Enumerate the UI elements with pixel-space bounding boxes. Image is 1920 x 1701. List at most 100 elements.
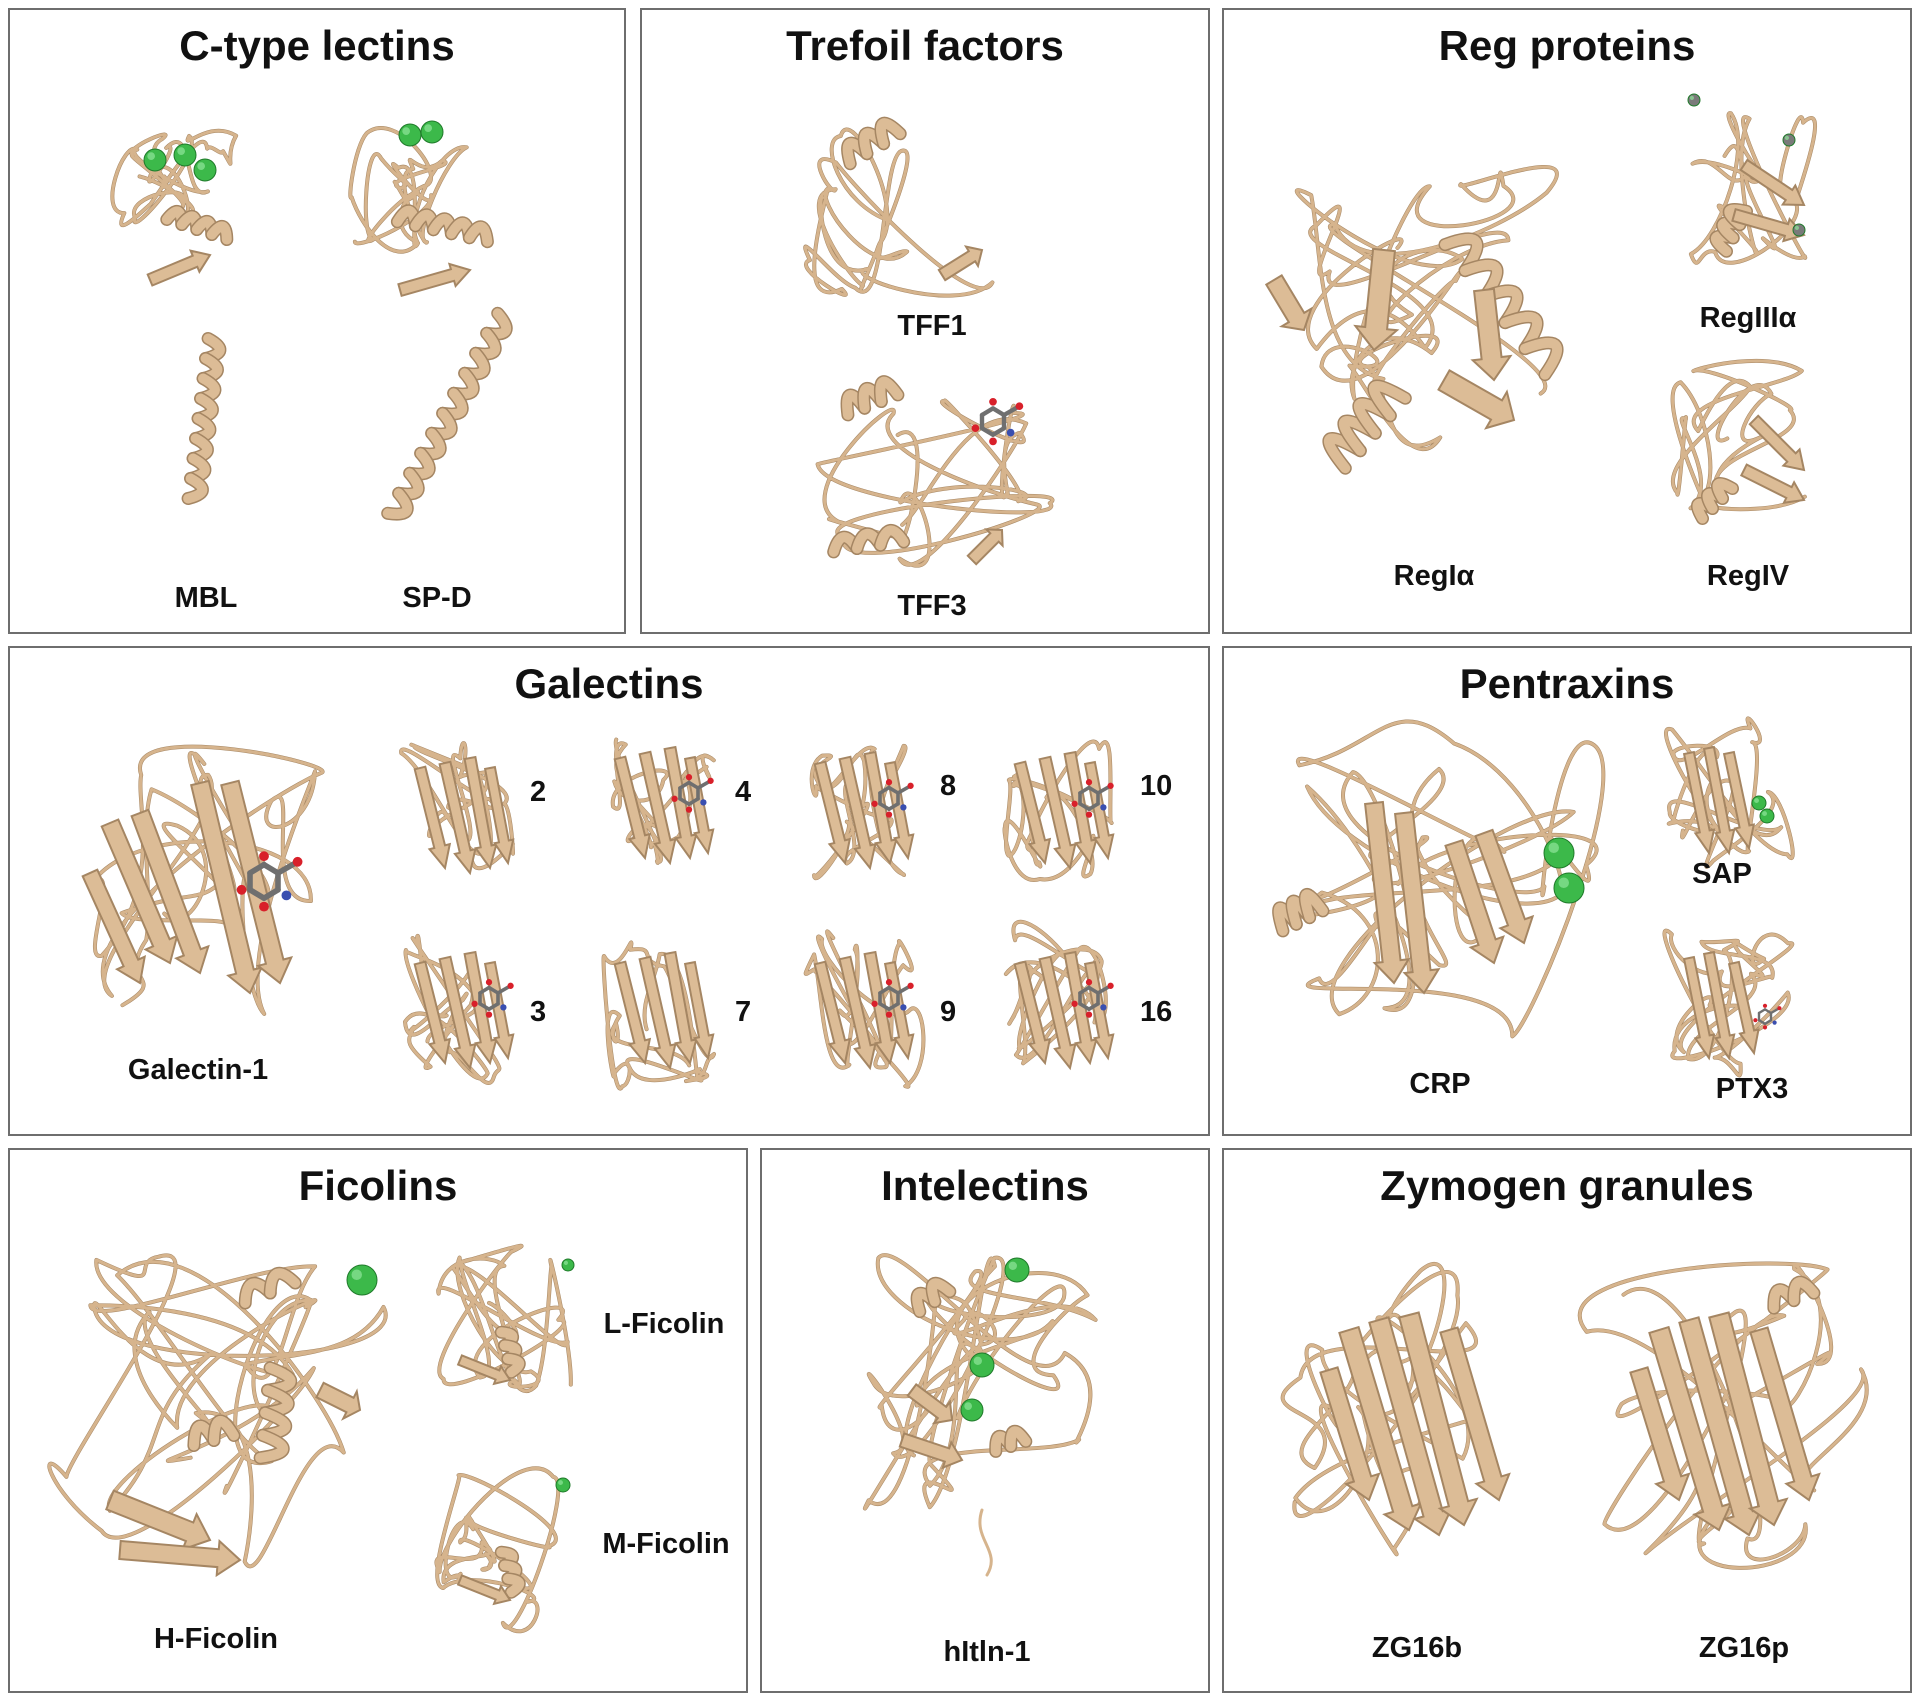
helix-turn <box>875 118 906 149</box>
ion-highlight <box>177 147 185 155</box>
panel-title: Intelectins <box>881 1162 1089 1209</box>
oxygen-atom <box>1107 782 1114 789</box>
beta-strand <box>456 1574 512 1606</box>
helix-turn <box>255 1430 289 1463</box>
beta-strand <box>1708 1311 1789 1527</box>
oxygen-atom <box>671 795 678 802</box>
metal-ion <box>1751 795 1767 811</box>
oxygen-atom <box>1085 1011 1093 1018</box>
structure-label-l-ficolin: L-Ficolin <box>603 1308 725 1340</box>
beta-strand <box>483 765 515 866</box>
beta-strand <box>130 808 210 975</box>
helix <box>1767 1275 1821 1315</box>
structure-label-galectin-1: Galectin-1 <box>127 1054 269 1086</box>
helix-turn <box>1520 337 1563 380</box>
metal-ion <box>1759 808 1775 824</box>
metal-ion <box>193 158 217 182</box>
metal-ion-gray <box>1792 223 1806 237</box>
oxygen-atom <box>885 779 893 786</box>
helix <box>840 375 905 422</box>
ion-highlight <box>964 1402 972 1410</box>
ion-highlight <box>402 127 410 135</box>
metal-ion <box>1553 872 1585 904</box>
oxygen-atom <box>685 774 693 781</box>
beta-strand <box>1722 750 1756 851</box>
nitrogen-atom <box>900 804 907 811</box>
beta-strand <box>456 1354 512 1386</box>
helix <box>390 204 494 249</box>
metal-ion <box>1004 1257 1030 1283</box>
beta-strand <box>1437 369 1516 430</box>
beta-strand <box>1063 750 1098 866</box>
beta-strand <box>81 868 147 985</box>
oxygen-atom <box>1085 811 1093 818</box>
metal-ion-gray <box>1782 133 1796 147</box>
beta-strand <box>1739 463 1806 504</box>
structure-label-hitln-1: hItln-1 <box>943 1636 1031 1668</box>
oxygen-atom <box>1015 402 1024 411</box>
beta-strand <box>1363 800 1411 985</box>
nitrogen-atom <box>500 1004 507 1011</box>
coil-shadow <box>47 1253 388 1569</box>
oxygen-atom <box>1071 1000 1078 1007</box>
metal-ion <box>173 143 197 167</box>
oxygen-atom <box>685 806 693 813</box>
structure-label-reg1a: RegIα <box>1393 560 1475 592</box>
coil <box>816 399 1054 568</box>
beta-strand <box>1682 750 1716 856</box>
ligand <box>671 774 714 813</box>
structure-label-sp-d: SP-D <box>402 582 472 614</box>
beta-strand <box>906 1382 954 1425</box>
beta-strand <box>883 760 915 861</box>
panel-ficolins: Ficolins H-Ficolin L-Ficolin M-Ficolin <box>8 1148 748 1693</box>
metal-ion <box>555 1477 571 1493</box>
helix <box>841 116 907 171</box>
beta-strand <box>1083 760 1115 861</box>
panel-title: Galectins <box>514 660 704 707</box>
ligand <box>871 979 914 1018</box>
beta-strand <box>683 960 715 1061</box>
galectin-number-10: 10 <box>1140 770 1173 802</box>
oxygen-atom <box>871 1000 878 1007</box>
beta-strand <box>1648 1325 1733 1532</box>
beta-strand <box>413 765 452 871</box>
oxygen-atom <box>885 1011 893 1018</box>
metal-ion <box>561 1258 575 1272</box>
beta-strand <box>1063 950 1098 1066</box>
ligand <box>471 979 514 1018</box>
ptx3-structure <box>1662 928 1794 1078</box>
panel-title: Pentraxins <box>1459 660 1675 707</box>
metal-ion <box>1543 837 1575 869</box>
structure-label-zg16b: ZG16b <box>1371 1632 1463 1664</box>
beta-strand <box>1353 247 1400 352</box>
helix-turn <box>1712 478 1738 504</box>
beta-strand <box>1444 838 1505 965</box>
coil <box>47 1253 388 1568</box>
helix <box>160 205 234 246</box>
helix <box>381 306 513 521</box>
helix-turn <box>927 1278 955 1307</box>
mbl-structure <box>110 128 239 505</box>
beta-strand <box>813 760 852 866</box>
hitln-1-structure <box>862 1253 1098 1577</box>
beta-strand <box>118 1538 242 1578</box>
galectin-number-16: 16 <box>1140 996 1173 1028</box>
helix <box>827 524 911 559</box>
metal-ion <box>960 1398 984 1422</box>
coil <box>1003 740 1114 882</box>
beta-strand <box>463 950 498 1066</box>
oxygen-atom <box>971 424 980 433</box>
panel-galectins: Galectins Galectin-1 2 4 8 10 3 7 9 16 <box>8 646 1210 1136</box>
helix <box>494 1325 526 1379</box>
beta-strand <box>863 750 898 866</box>
helix <box>910 1276 957 1319</box>
ion-highlight <box>1548 842 1559 853</box>
helix <box>181 332 227 505</box>
panel-intelectins: Intelectins hItln-1 <box>760 1148 1210 1693</box>
beta-strand <box>613 755 652 861</box>
ion-highlight <box>1558 877 1569 888</box>
beta-strand <box>663 745 698 861</box>
beta-strand <box>1038 955 1077 1071</box>
oxygen-atom <box>1762 1003 1768 1008</box>
galectin-number-8: 8 <box>940 770 957 802</box>
